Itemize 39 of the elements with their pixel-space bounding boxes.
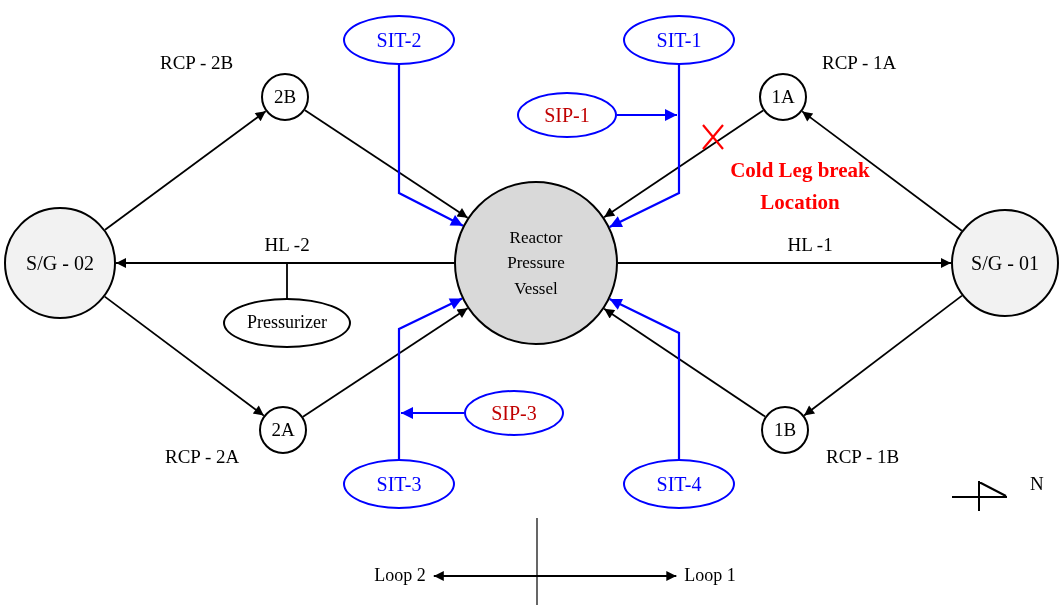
pipe-arrow <box>302 307 469 418</box>
injection-line <box>617 109 677 121</box>
break-location-label: Cold Leg break Location <box>729 157 871 216</box>
steam-generator-circle: S/G - 01 <box>951 209 1059 317</box>
loop-label: Loop 1 <box>684 565 736 587</box>
pipe-arrow <box>432 571 678 581</box>
tank-ellipse: SIT-2 <box>343 15 455 65</box>
pipe-arrow <box>801 110 963 232</box>
pump-circle: 2A <box>259 406 307 454</box>
pump-circle: 1B <box>761 406 809 454</box>
injection-line <box>397 297 463 459</box>
pump-ellipse: SIP-3 <box>464 390 564 436</box>
steam-generator-circle: S/G - 02 <box>4 207 116 319</box>
pipe-arrow <box>803 294 963 417</box>
pipe-arrow <box>603 307 766 418</box>
injection-line <box>397 65 464 227</box>
tank-ellipse: SIT-4 <box>623 459 735 509</box>
north-label: N <box>1030 473 1044 495</box>
pipe-arrow <box>104 110 267 231</box>
pump-label: RCP - 2A <box>165 446 240 468</box>
pipe-arrow <box>304 109 469 219</box>
tank-ellipse: SIT-3 <box>343 459 455 509</box>
pump-label: RCP - 1B <box>826 446 900 468</box>
pump-label: RCP - 2B <box>160 52 234 74</box>
pipe-arrow <box>115 258 455 268</box>
injection-line <box>401 407 464 419</box>
pipe-arrow <box>603 109 764 219</box>
vessel-circle: Reactor Pressure Vessel <box>454 181 618 345</box>
pump-circle: 2B <box>261 73 309 121</box>
injection-line <box>609 65 681 228</box>
pipe-arrow <box>103 295 265 417</box>
injection-line <box>609 298 681 459</box>
pump-ellipse: SIP-1 <box>517 92 617 138</box>
pipe-arrow <box>617 258 952 268</box>
pump-circle: 1A <box>759 73 807 121</box>
loop-label: Loop 2 <box>374 565 426 587</box>
tank-ellipse: SIT-1 <box>623 15 735 65</box>
pump-label: RCP - 1A <box>822 52 897 74</box>
pressurizer-ellipse: Pressurizer <box>223 298 351 348</box>
